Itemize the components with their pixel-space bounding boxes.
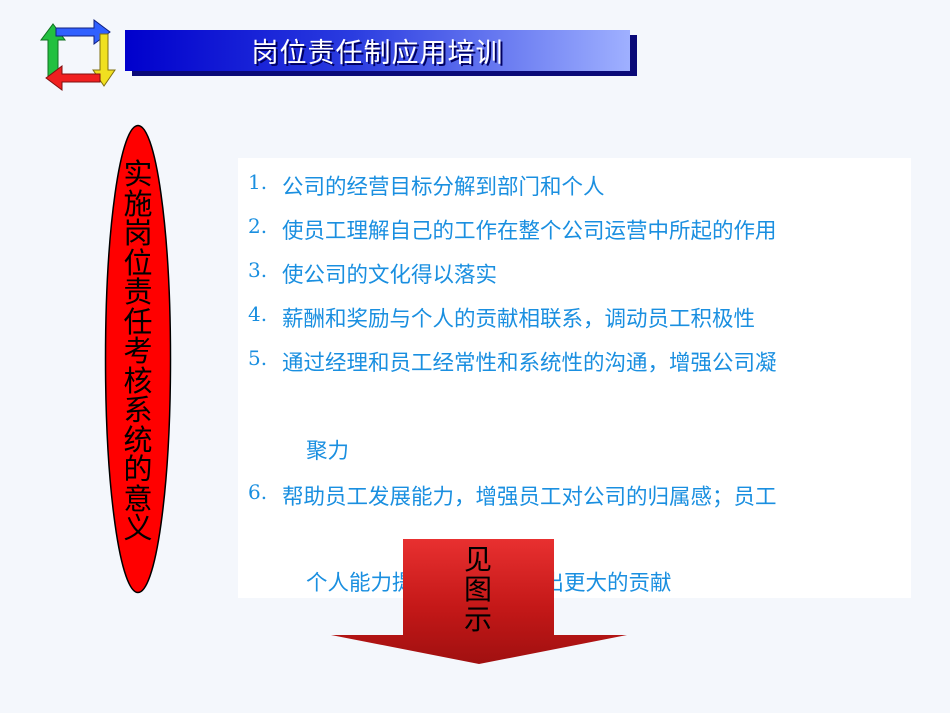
- item-number: 2.: [248, 214, 268, 238]
- item-number: 1.: [248, 170, 268, 194]
- oval-char: 系: [123, 393, 153, 427]
- arrow-char: 见: [463, 543, 492, 576]
- oval-char: 责: [123, 275, 153, 309]
- oval-char: 统: [123, 422, 153, 457]
- oval-char: 意: [123, 481, 153, 516]
- list-item: 3. 使公司的文化得以落实: [248, 258, 497, 289]
- oval-char: 任: [123, 304, 153, 339]
- item-text: 帮助员工发展能力，增强员工对公司的归属感；员工: [282, 485, 777, 510]
- oval-char: 考: [123, 334, 153, 368]
- item-text: 使公司的文化得以落实: [282, 263, 498, 288]
- oval-char: 的: [123, 452, 153, 486]
- item-text: 薪酬和奖励与个人的贡献相联系，调动员工积极性: [282, 307, 756, 332]
- list-item: 1. 公司的经营目标分解到部门和个人: [248, 170, 605, 201]
- arrow-char: 图: [463, 573, 492, 606]
- item-continuation: 聚力: [306, 439, 350, 464]
- oval-vertical-text: 实 施 岗 位 责 任 考 核 系 统 的 意 义: [104, 157, 172, 545]
- red-oval-label: 实 施 岗 位 责 任 考 核 系 统 的 意 义: [104, 124, 172, 594]
- page-title: 岗位责任制应用培训: [251, 38, 504, 69]
- oval-char: 岗: [123, 216, 153, 250]
- item-text: 使员工理解自己的工作在整个公司运营中所起的作用: [282, 219, 777, 244]
- oval-char: 义: [123, 511, 153, 545]
- list-item: 4. 薪酬和奖励与个人的贡献相联系，调动员工积极性: [248, 302, 755, 333]
- arrow-label: 见 图 示: [463, 545, 493, 635]
- list-item: 5. 通过经理和员工经常性和系统性的沟通，增强公司凝: [248, 346, 777, 377]
- arrow-char: 示: [463, 603, 492, 636]
- item-number: 6.: [248, 480, 268, 504]
- list-item: 6. 帮助员工发展能力，增强员工对公司的归属感；员工: [248, 480, 777, 511]
- item-number: 3.: [248, 258, 268, 282]
- oval-char: 实: [123, 157, 153, 191]
- item-number: 4.: [248, 302, 268, 326]
- oval-char: 位: [123, 245, 153, 280]
- content-box: 1. 公司的经营目标分解到部门和个人 2. 使员工理解自己的工作在整个公司运营中…: [238, 158, 911, 598]
- oval-char: 核: [123, 363, 153, 398]
- oval-char: 施: [123, 186, 153, 221]
- title-bar: 岗位责任制应用培训: [125, 30, 630, 71]
- item-text: 通过经理和员工经常性和系统性的沟通，增强公司凝: [282, 351, 777, 376]
- down-arrow-shape: [330, 539, 628, 665]
- recycle-arrows-logo: [38, 14, 118, 94]
- item-text: 公司的经营目标分解到部门和个人: [282, 175, 605, 200]
- list-item: 2. 使员工理解自己的工作在整个公司运营中所起的作用: [248, 214, 777, 245]
- item-number: 5.: [248, 346, 268, 370]
